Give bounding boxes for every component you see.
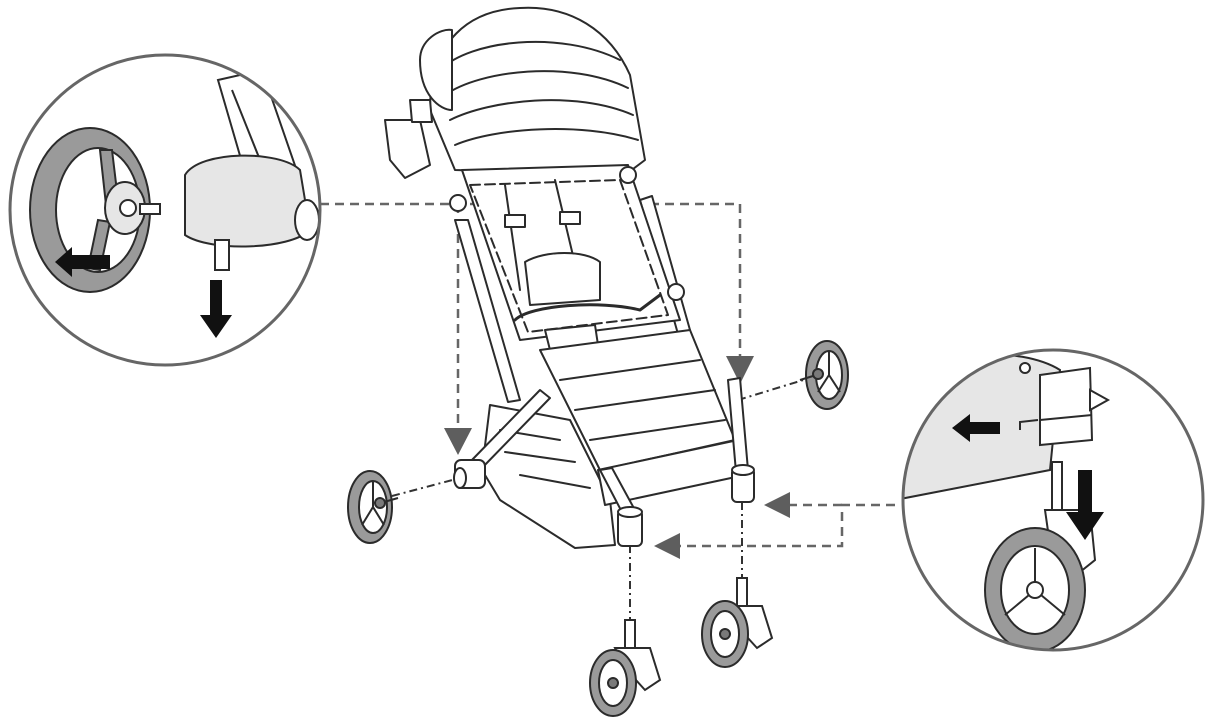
detail-front-bolt <box>1019 362 1031 374</box>
arrow-head-front-upper <box>764 492 790 518</box>
rear-wheel-right <box>799 340 849 410</box>
canopy <box>429 6 646 176</box>
stroller-frame <box>384 6 755 549</box>
rear-wheel-right-spokes <box>817 352 841 393</box>
detail-wheel-hub-center <box>119 199 137 217</box>
axis-line-right-wheel <box>737 377 811 401</box>
arrow-left-icon <box>952 414 1000 442</box>
front-wheel-right-stem <box>736 577 748 609</box>
seat-cushion-line-2 <box>574 389 716 411</box>
detail-circle-rear-border <box>8 53 322 367</box>
rear-wheel-right-axle <box>799 375 814 381</box>
detail-front-socket <box>1039 366 1094 447</box>
rear-wheel-left-spokes <box>361 482 385 526</box>
detail-front-arrows <box>952 414 1104 540</box>
front-socket-left-top <box>617 506 643 518</box>
front-wheel-right <box>701 577 774 668</box>
arrow-head-rear-right <box>726 356 754 384</box>
cup-holder <box>384 119 431 179</box>
detail-hub-housing <box>184 154 312 248</box>
detail-rear-arrows <box>55 247 232 338</box>
detail-magnifier-front <box>901 348 1205 652</box>
arrow-head-rear-left <box>444 428 472 455</box>
arrow-down-icon <box>1066 470 1104 540</box>
rear-hub-left-cap <box>453 467 467 489</box>
rear-wheel-right-hub <box>812 368 824 380</box>
rear-wheel-left-axle <box>383 497 399 503</box>
detail-front-socket-line <box>1039 414 1093 421</box>
detail-wheel-axle <box>139 203 161 215</box>
detail-front-wheel-hub <box>1026 581 1044 599</box>
canopy-rib-1 <box>439 40 621 71</box>
harness-pad <box>524 252 601 306</box>
front-wheel-left-hub <box>607 677 619 689</box>
seat-back-stitch <box>469 179 669 333</box>
cup-holder-clip <box>409 99 433 123</box>
seat-cushion-line-3 <box>589 419 726 441</box>
seat-cushion-line-1 <box>559 359 701 381</box>
detail-circle-front-border <box>901 348 1205 652</box>
armrest <box>513 293 662 322</box>
arrow-head-front-lower <box>654 533 680 559</box>
canopy-visor <box>419 28 453 111</box>
front-socket-right-top <box>731 464 755 476</box>
rear-wheel-left-hub <box>374 497 386 509</box>
harness-strap-left <box>504 184 521 291</box>
harness-buckle-right <box>559 211 581 225</box>
frame-joint-upper-right <box>619 166 637 184</box>
rear-leg-left <box>454 219 521 403</box>
arrow-down-icon <box>200 280 232 338</box>
rear-wheel-left <box>347 470 399 544</box>
harness-buckle-left <box>504 214 526 228</box>
arrow-left-icon <box>55 247 110 277</box>
canopy-rib-4 <box>454 128 639 146</box>
front-wheel-right-hub <box>719 628 731 640</box>
canopy-rib-2 <box>444 70 629 96</box>
front-wheel-left-stem <box>624 619 636 651</box>
axis-line-left-wheel <box>391 477 461 497</box>
frame-joint-mid-right <box>667 283 685 301</box>
detail-front-hook <box>1019 419 1039 430</box>
frame-joint-upper-left <box>449 194 467 212</box>
detail-magnifier-rear <box>8 53 322 367</box>
detail-front-stem <box>1051 461 1063 513</box>
detail-hub-socket <box>294 199 320 241</box>
detail-brake-tab <box>214 239 230 271</box>
front-wheel-left <box>589 619 662 717</box>
axis-lines <box>391 377 811 622</box>
detail-front-socket-lip <box>1089 388 1111 412</box>
canopy-rib-3 <box>449 99 634 121</box>
guide-arrowheads <box>444 356 790 559</box>
